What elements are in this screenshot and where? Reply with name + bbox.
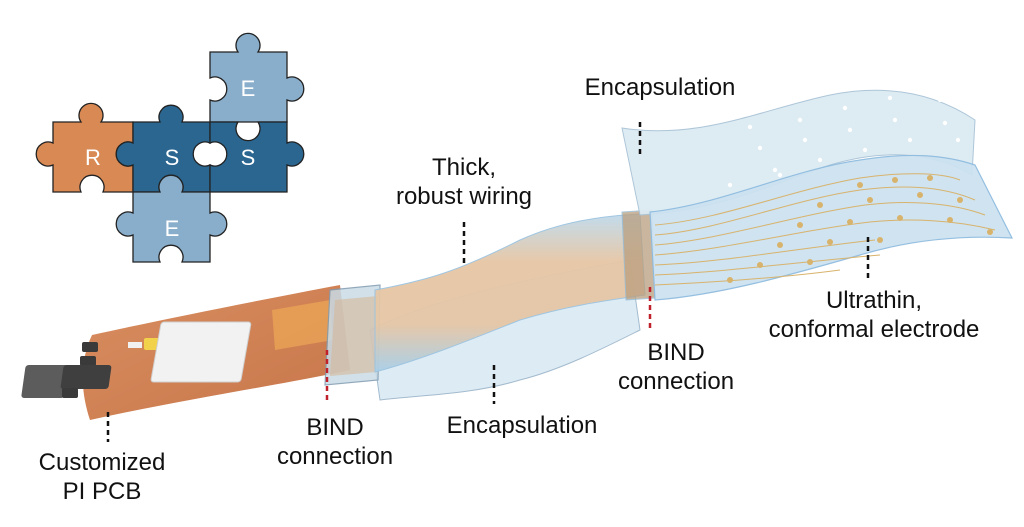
pcb-chip-small-3 (62, 388, 78, 398)
puzzle-piece-e-top: E (209, 32, 305, 123)
puzzle-letter-s2: S (241, 145, 256, 170)
label-bind-right-line2: connection (618, 368, 734, 395)
label-pcb-line2: PI PCB (63, 478, 142, 505)
pcb-trace-region (272, 300, 333, 350)
puzzle-piece-e-bottom: E (115, 174, 228, 263)
puzzle-piece-s2: S (209, 121, 305, 193)
label-thick-wiring-line2: robust wiring (396, 183, 532, 210)
puzzle-letter-s1: S (165, 145, 180, 170)
label-thick-wiring-line1: Thick, (432, 154, 496, 181)
puzzle-letter-r: R (85, 145, 101, 170)
electrode-traces (654, 173, 996, 286)
bind-connection-right-block (621, 209, 656, 301)
puzzle-letter-e-bottom: E (165, 216, 180, 241)
bind-connection-left-block (324, 284, 381, 386)
encapsulation-holes (727, 95, 961, 188)
puzzle-logo: E R S S E (35, 32, 305, 263)
label-encapsulation-top: Encapsulation (585, 74, 736, 101)
pcb-resistor-white (128, 342, 142, 348)
pcb-module-white (150, 321, 252, 383)
pcb-chip-small-2 (80, 356, 96, 366)
label-bind-left-line2: connection (277, 443, 393, 470)
puzzle-letter-e-top: E (241, 76, 256, 101)
label-pcb-line1: Customized (39, 449, 166, 476)
pcb-chip-dark (60, 365, 112, 389)
pi-pcb (21, 285, 350, 420)
ultrathin-conformal-electrode (649, 154, 1014, 301)
pcb-chip-small-1 (82, 342, 98, 352)
label-bind-left-line1: BIND (306, 414, 363, 441)
label-ultrathin-line1: Ultrathin, (826, 287, 922, 314)
electrode-pads (727, 175, 993, 283)
pcb-chip-large (21, 365, 69, 398)
label-ultrathin-line2: conformal electrode (769, 316, 980, 343)
label-encapsulation-bottom: Encapsulation (447, 412, 598, 439)
label-bind-right-line1: BIND (647, 339, 704, 366)
